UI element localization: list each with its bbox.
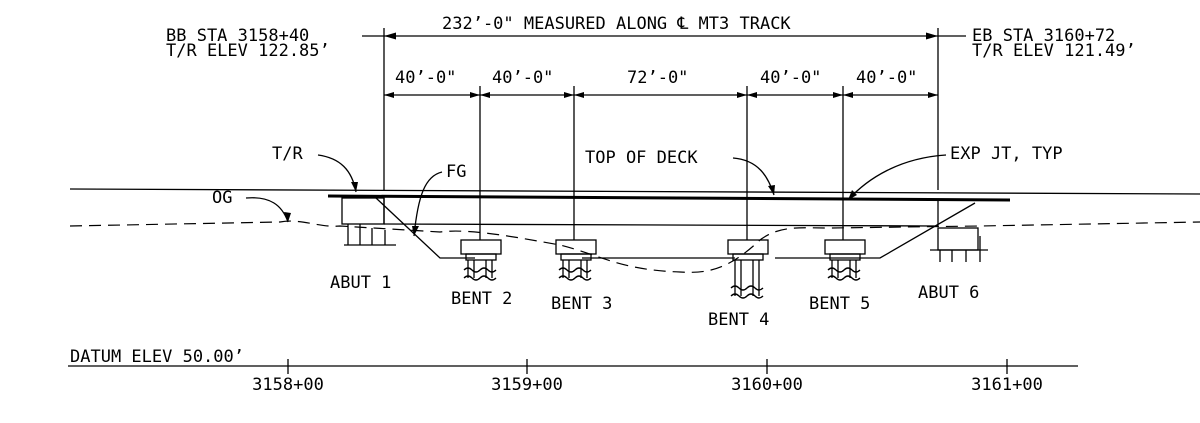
station-label-3161: 3161+00 xyxy=(971,375,1043,395)
tr-leader xyxy=(317,154,357,193)
fg-leader xyxy=(413,171,443,237)
left-elevation-label: T/R ELEV 122.85’ xyxy=(166,41,330,61)
bent-4 xyxy=(727,239,769,299)
deck-top xyxy=(327,194,1011,202)
fg-callout: FG xyxy=(446,162,466,182)
exp-jt-callout: EXP JT, TYP xyxy=(950,144,1063,164)
span-2-label: 40’-0" xyxy=(492,68,553,88)
track-line xyxy=(69,188,1200,195)
span-4-label: 40’-0" xyxy=(760,68,821,88)
abutment-6 xyxy=(930,227,988,262)
right-station-label: EB STA 3160+72 xyxy=(972,26,1115,46)
station-label-3159: 3159+00 xyxy=(491,375,563,395)
finished-grade-right xyxy=(775,202,976,259)
bent-2 xyxy=(460,239,502,281)
datum-label: DATUM ELEV 50.00’ xyxy=(70,347,244,367)
station-label-3158: 3158+00 xyxy=(252,375,324,395)
bent-5-label: BENT 5 xyxy=(809,294,870,314)
bent-3-label: BENT 3 xyxy=(551,294,612,314)
bent-3 xyxy=(555,239,597,281)
finished-grade-line xyxy=(375,197,475,259)
span-5-label: 40’-0" xyxy=(856,68,917,88)
left-station-label: BB STA 3158+40 xyxy=(166,26,309,46)
span-3-label: 72’-0" xyxy=(627,68,688,88)
bent-5 xyxy=(824,239,866,281)
abut-6-label: ABUT 6 xyxy=(918,283,979,303)
og-leader xyxy=(245,197,289,223)
original-ground-line xyxy=(69,220,1200,273)
top-of-deck-leader xyxy=(732,157,775,196)
span-dimension-line xyxy=(384,86,938,240)
overall-dimension-label: 232’-0" MEASURED ALONG ℄ MT3 TRACK xyxy=(442,14,791,34)
span-1-label: 40’-0" xyxy=(395,68,456,88)
overall-dimension-line xyxy=(362,28,966,190)
right-elevation-label: T/R ELEV 121.49’ xyxy=(972,41,1136,61)
abut-1-label: ABUT 1 xyxy=(330,273,391,293)
og-callout: OG xyxy=(212,188,232,208)
bent-4-label: BENT 4 xyxy=(708,310,769,330)
abutment-1 xyxy=(341,197,396,246)
bent-2-label: BENT 2 xyxy=(451,289,512,309)
deck-bottom xyxy=(383,223,939,227)
station-label-3160: 3160+00 xyxy=(731,375,803,395)
tr-callout: T/R xyxy=(272,144,303,164)
top-of-deck-callout: TOP OF DECK xyxy=(585,148,698,168)
